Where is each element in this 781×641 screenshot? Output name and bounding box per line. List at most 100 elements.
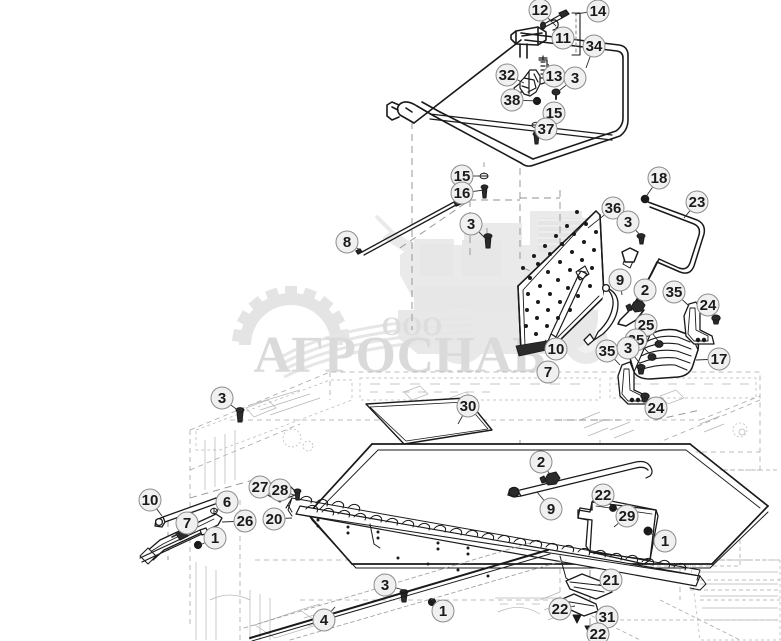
callout-3[interactable]: 3 (373, 573, 405, 597)
callout-bubble[interactable] (210, 386, 234, 410)
callout-bubble[interactable] (551, 26, 575, 50)
callout-3[interactable]: 3 (559, 66, 587, 91)
callout-bubble[interactable] (536, 360, 560, 384)
callout-4[interactable]: 4 (312, 606, 336, 632)
callout-17[interactable]: 17 (695, 347, 731, 371)
callout-bubble[interactable] (608, 268, 632, 292)
callout-23[interactable]: 23 (683, 190, 709, 219)
callout-number: 2 (641, 282, 649, 299)
callout-bubble[interactable] (685, 190, 709, 214)
callout-2[interactable]: 2 (633, 278, 657, 306)
callout-35[interactable]: 35 (595, 339, 621, 366)
callout-number: 23 (689, 194, 706, 211)
callout-bubble[interactable] (601, 196, 625, 220)
callout-bubble[interactable] (528, 0, 552, 22)
callout-leader-line (683, 210, 691, 219)
callout-bubble[interactable] (696, 293, 720, 317)
callout-leader-line (559, 84, 567, 91)
callout-bubble[interactable] (539, 497, 563, 521)
callout-24[interactable]: 24 (696, 293, 720, 319)
callout-11[interactable]: 11 (551, 26, 575, 50)
callout-bubble[interactable] (586, 622, 610, 641)
callout-bubble[interactable] (591, 483, 615, 507)
callout-9[interactable]: 9 (608, 268, 632, 296)
callout-bubble[interactable] (534, 117, 558, 141)
callout-bubble[interactable] (500, 88, 524, 112)
callout-bubble[interactable] (529, 450, 553, 474)
callout-bubble[interactable] (644, 396, 668, 420)
callout-14[interactable]: 14 (574, 0, 610, 23)
callout-bubble[interactable] (312, 608, 336, 632)
callout-bubble[interactable] (615, 504, 639, 528)
callout-bubble[interactable] (544, 337, 568, 361)
callout-bubble[interactable] (138, 488, 162, 512)
callout-30[interactable]: 30 (456, 394, 480, 425)
callout-3[interactable]: 3 (616, 210, 644, 239)
callout-13[interactable]: 13 (542, 63, 566, 88)
callout-1[interactable]: 1 (431, 599, 455, 623)
callout-10[interactable]: 10 (544, 337, 568, 361)
callout-bubble[interactable] (616, 336, 640, 360)
callout-15[interactable]: 15 (450, 164, 484, 188)
callout-29[interactable]: 29 (613, 504, 639, 528)
callout-38[interactable]: 38 (500, 88, 539, 112)
callout-7[interactable]: 7 (536, 360, 560, 384)
callout-9[interactable]: 9 (536, 491, 563, 521)
callout-bubble[interactable] (456, 394, 480, 418)
callout-bubble[interactable] (633, 278, 657, 302)
callout-bubble[interactable] (548, 597, 572, 621)
callout-18[interactable]: 18 (644, 166, 671, 199)
callout-bubble[interactable] (431, 599, 455, 623)
callout-2[interactable]: 2 (529, 450, 553, 478)
callout-bubble[interactable] (653, 529, 677, 553)
callout-bubble[interactable] (233, 509, 257, 533)
callout-1[interactable]: 1 (647, 529, 677, 553)
callout-10[interactable]: 10 (138, 488, 163, 517)
callout-number: 36 (605, 200, 622, 217)
callout-22[interactable]: 22 (548, 597, 576, 621)
callout-37[interactable]: 37 (534, 117, 558, 141)
callout-bubble[interactable] (262, 507, 286, 531)
callout-8[interactable]: 8 (335, 230, 361, 254)
callout-bubble[interactable] (268, 478, 292, 502)
callout-bubble[interactable] (495, 63, 519, 87)
callout-16[interactable]: 16 (450, 181, 485, 205)
callout-32[interactable]: 32 (495, 63, 525, 87)
callout-bubble[interactable] (373, 573, 397, 597)
callout-3[interactable]: 3 (459, 212, 488, 241)
callout-21[interactable]: 21 (597, 568, 623, 592)
callout-bubble[interactable] (203, 526, 227, 550)
callout-leader-line (555, 26, 558, 29)
callout-bubble[interactable] (582, 34, 606, 58)
callout-3[interactable]: 3 (210, 386, 241, 413)
callout-bubble[interactable] (647, 166, 671, 190)
callout-bubble[interactable] (215, 490, 239, 514)
callout-27[interactable]: 27 (248, 475, 276, 499)
callout-bubble[interactable] (335, 230, 359, 254)
callout-22[interactable]: 22 (586, 622, 610, 641)
callout-35[interactable]: 35 (662, 280, 689, 306)
callout-bubble[interactable] (563, 66, 587, 90)
callout-bubble[interactable] (599, 568, 623, 592)
callout-7[interactable]: 7 (175, 511, 199, 535)
callout-36[interactable]: 36 (587, 196, 625, 229)
callout-3[interactable]: 3 (616, 336, 642, 366)
callout-22[interactable]: 22 (591, 483, 615, 509)
callout-1[interactable]: 1 (197, 526, 227, 550)
callout-12[interactable]: 12 (528, 0, 557, 27)
callout-bubble[interactable] (450, 181, 474, 205)
callout-24[interactable]: 24 (644, 395, 668, 420)
callout-31[interactable]: 31 (593, 605, 619, 629)
callout-28[interactable]: 28 (268, 478, 298, 502)
callout-26[interactable]: 26 (221, 509, 257, 533)
callout-bubble[interactable] (459, 212, 483, 236)
callout-20[interactable]: 20 (262, 507, 293, 531)
callout-bubble[interactable] (586, 0, 610, 23)
callout-6[interactable]: 6 (214, 490, 239, 514)
callout-bubble[interactable] (662, 280, 686, 304)
callout-bubble[interactable] (175, 511, 199, 535)
callout-34[interactable]: 34 (582, 34, 606, 69)
callout-bubble[interactable] (616, 210, 640, 234)
callout-bubble[interactable] (707, 347, 731, 371)
